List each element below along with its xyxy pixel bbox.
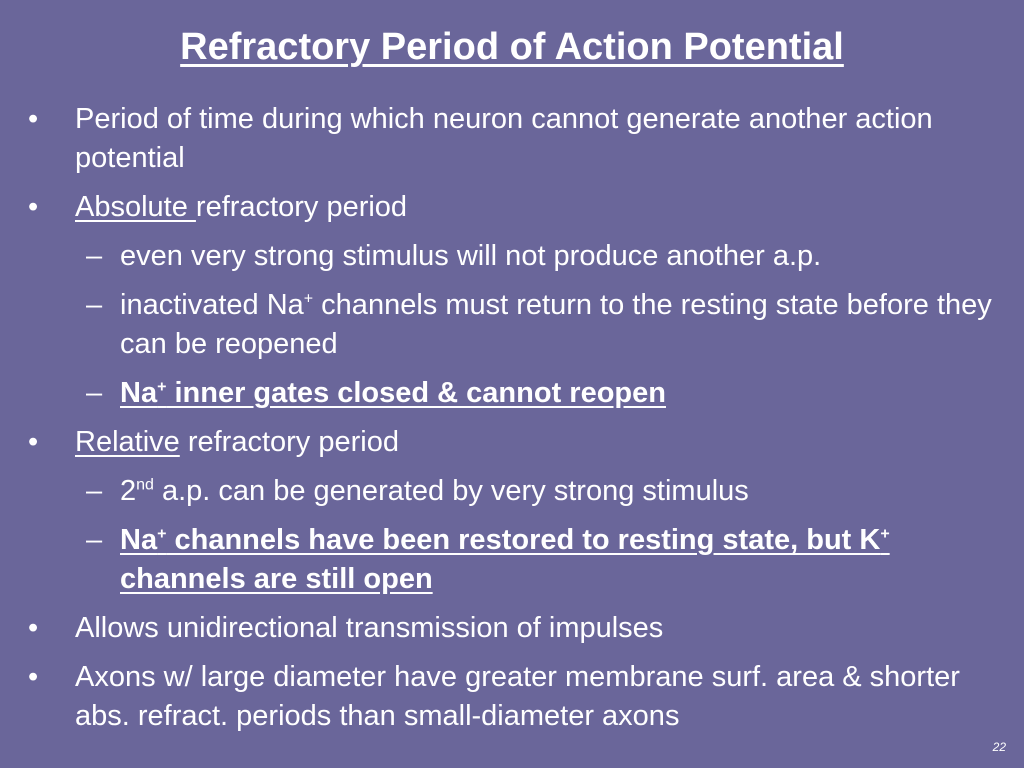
sub-bullet-text: channels have been restored to resting s…: [166, 524, 881, 556]
sub-bullet-text: 2: [120, 475, 137, 507]
sub-bullet-item: – Na+ inner gates closed & cannot reopen: [28, 374, 998, 413]
bullet-text: Allows unidirectional transmission of im…: [75, 612, 664, 644]
dash-marker: –: [86, 240, 103, 272]
bullet-item: • Absolute refractory period: [28, 188, 998, 227]
bullet-marker: •: [28, 426, 39, 458]
sub-bullet-emphasis: Na+ inner gates closed & cannot reopen: [120, 377, 666, 409]
superscript: +: [157, 378, 167, 396]
dash-marker: –: [86, 377, 103, 409]
bullet-term-absolute: Absolute: [75, 191, 196, 223]
sub-bullet-text: Na: [120, 524, 158, 556]
sub-bullet-text: Na: [120, 377, 158, 409]
bullet-marker: •: [28, 612, 39, 644]
sub-bullet-text: a.p. can be generated by very strong sti…: [153, 475, 749, 507]
superscript: +: [157, 525, 167, 543]
dash-marker: –: [86, 524, 103, 556]
sub-bullet-emphasis: Na+ channels have been restored to resti…: [120, 524, 890, 595]
sub-bullet-text: channels must return to the resting stat…: [120, 289, 992, 360]
bullet-text: Axons w/ large diameter have greater mem…: [75, 661, 960, 732]
superscript: +: [303, 290, 314, 308]
sub-bullet-text: channels are still open: [120, 563, 433, 595]
superscript: +: [880, 525, 890, 543]
bullet-marker: •: [28, 103, 39, 135]
sub-bullet-item: – 2nd a.p. can be generated by very stro…: [28, 472, 998, 511]
bullet-item: • Relative refractory period: [28, 423, 998, 462]
bullet-text: refractory period: [195, 191, 408, 223]
slide-title: Refractory Period of Action Potential: [180, 26, 844, 68]
bullet-marker: •: [28, 191, 39, 223]
bullet-term-relative: Relative: [75, 426, 180, 458]
sub-bullet-item: – even very strong stimulus will not pro…: [28, 237, 998, 276]
bullet-item: • Allows unidirectional transmission of …: [28, 609, 998, 648]
bullet-text: refractory period: [179, 426, 399, 458]
sub-bullet-text: inner gates closed & cannot reopen: [166, 377, 666, 409]
bullet-text: Period of time during which neuron canno…: [75, 103, 933, 174]
dash-marker: –: [86, 475, 103, 507]
superscript: nd: [136, 476, 154, 494]
sub-bullet-item: – inactivated Na+ channels must return t…: [28, 286, 998, 364]
sub-bullet-text: inactivated Na: [120, 289, 304, 321]
slide-content: • Period of time during which neuron can…: [28, 100, 998, 746]
page-number: 22: [992, 740, 1006, 754]
sub-bullet-item: – Na+ channels have been restored to res…: [28, 521, 998, 599]
bullet-item: • Axons w/ large diameter have greater m…: [28, 658, 998, 736]
bullet-item: • Period of time during which neuron can…: [28, 100, 998, 178]
dash-marker: –: [86, 289, 103, 321]
bullet-marker: •: [28, 661, 39, 693]
sub-bullet-text: even very strong stimulus will not produ…: [120, 240, 822, 272]
